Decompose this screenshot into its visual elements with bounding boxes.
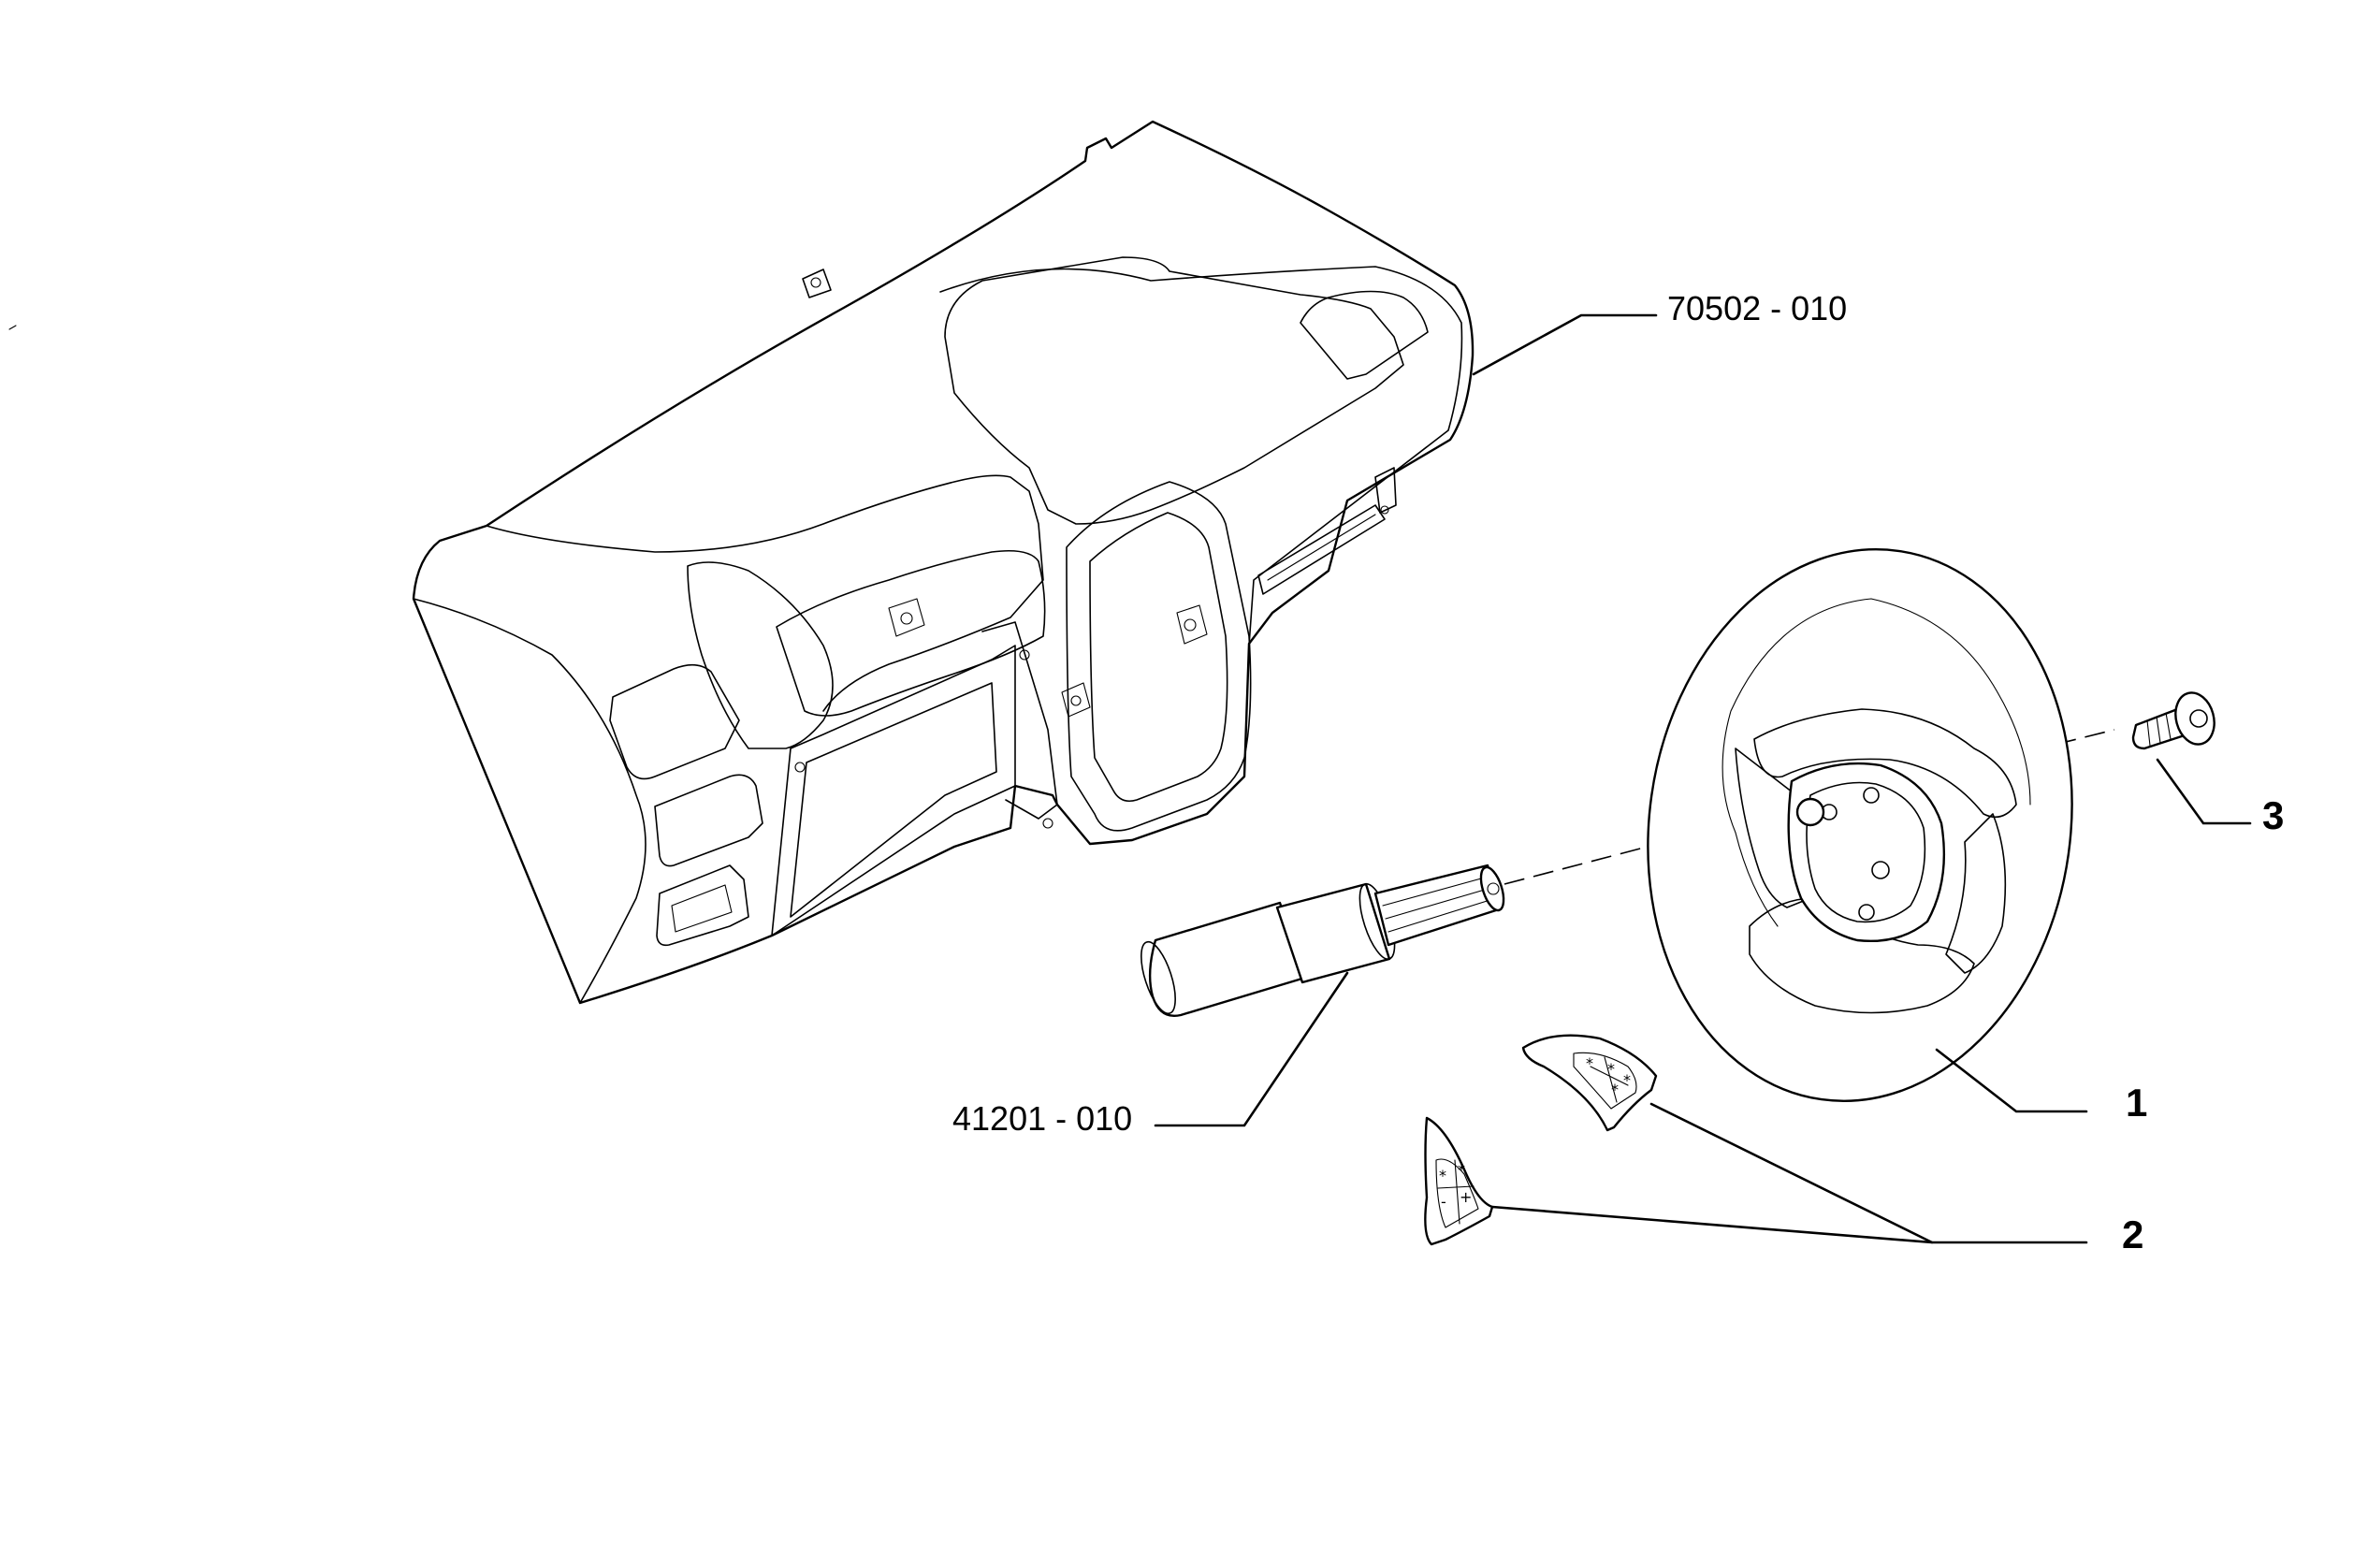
label-part-2: 2 bbox=[2122, 1212, 2143, 1256]
right-vent-slot-inner bbox=[1267, 514, 1376, 581]
steering-wheel-part bbox=[1647, 548, 2073, 1102]
right-bracket bbox=[1374, 467, 1397, 514]
button-upper-face bbox=[1573, 1052, 1637, 1110]
wheel-inner-rim bbox=[1722, 598, 2031, 927]
hub-center-nut bbox=[1795, 797, 1825, 827]
frame-hole bbox=[794, 762, 806, 773]
button-lower-face bbox=[1435, 1158, 1479, 1228]
hub-bolt-3 bbox=[1871, 861, 1890, 879]
lower-left-frame bbox=[771, 645, 1016, 936]
button-upper-star-1: * bbox=[1586, 1054, 1593, 1072]
dashboard-left-switch bbox=[656, 864, 749, 947]
button-lower-plus: + bbox=[1460, 1188, 1472, 1206]
button-lower-dividers bbox=[1437, 1159, 1475, 1225]
leader-part-2-upper bbox=[1649, 1102, 2088, 1244]
label-part-1: 1 bbox=[2126, 1081, 2147, 1125]
dashboard-outline bbox=[412, 120, 1475, 1005]
label-steering-column-ref: 41201 - 010 bbox=[952, 1099, 1132, 1138]
screw-shank bbox=[2131, 706, 2189, 750]
cluster-bracket-hole bbox=[900, 612, 913, 625]
button-upper-star-4: * bbox=[1623, 1071, 1631, 1089]
screw-part bbox=[2131, 691, 2215, 750]
center-console-inner bbox=[1089, 512, 1228, 803]
control-button-lower: * * - + bbox=[1424, 1116, 1494, 1246]
top-bracket-hole bbox=[810, 277, 821, 288]
instrument-cluster-inner bbox=[776, 549, 1046, 717]
top-bracket bbox=[802, 269, 832, 298]
column-tube-end bbox=[1140, 940, 1176, 1015]
column-shaft-thread bbox=[1487, 882, 1500, 895]
lower-bracket-hole bbox=[1070, 695, 1082, 706]
wheel-right-spoke bbox=[1945, 813, 2007, 974]
button-lower-body bbox=[1424, 1116, 1494, 1246]
dashboard-left-vent-inner bbox=[654, 774, 763, 867]
hub-bolt-4 bbox=[1858, 904, 1875, 921]
column-spline-lines bbox=[1382, 875, 1497, 933]
console-bracket-hole bbox=[1184, 618, 1197, 632]
leader-part-3 bbox=[2156, 758, 2252, 825]
right-bracket-hole bbox=[1380, 505, 1389, 515]
dashboard-airbag-cover bbox=[1300, 290, 1429, 380]
button-lower-star-1: * bbox=[1439, 1167, 1446, 1184]
button-lower-minus: - bbox=[1441, 1193, 1446, 1211]
dashboard-left-end bbox=[413, 598, 646, 1004]
dashboard-left-vent bbox=[609, 663, 740, 780]
label-part-3: 3 bbox=[2262, 793, 2284, 837]
instrument-cluster-hood bbox=[687, 561, 834, 749]
screw-threads bbox=[2146, 712, 2172, 747]
dashboard-part bbox=[412, 120, 1475, 1005]
leader-dashboard bbox=[1472, 313, 1658, 376]
control-button-upper: * * * * bbox=[1521, 1034, 1658, 1132]
center-console-bracket bbox=[1176, 604, 1208, 645]
dashboard-left-switch-inner bbox=[671, 884, 733, 933]
stray-mark bbox=[8, 325, 17, 330]
leader-steering-column bbox=[1154, 971, 1349, 1127]
dashboard-glovebox-lid bbox=[939, 266, 1463, 646]
hub-bolt-2 bbox=[1863, 787, 1880, 804]
lower-stack-hole-a bbox=[1019, 649, 1030, 661]
screw-head-socket bbox=[2189, 709, 2208, 728]
wheel-hub-center bbox=[1787, 762, 1946, 942]
button-upper-star-3: * bbox=[1611, 1081, 1619, 1098]
center-lower-bracket bbox=[1061, 682, 1091, 718]
lower-stack-hole-b bbox=[1042, 818, 1053, 829]
instrument-cluster-bracket bbox=[888, 598, 925, 637]
leader-part-1 bbox=[1935, 1048, 2088, 1113]
right-vent-slot bbox=[1257, 504, 1386, 595]
leader-part-2-lower bbox=[1490, 1205, 1934, 1244]
button-upper-dividers bbox=[1590, 1056, 1629, 1103]
label-dashboard-ref: 70502 - 010 bbox=[1667, 289, 1847, 327]
button-upper-body bbox=[1521, 1034, 1658, 1132]
button-upper-star-2: * bbox=[1607, 1060, 1615, 1078]
column-shaft-end bbox=[1479, 865, 1505, 912]
screw-head bbox=[2174, 691, 2215, 746]
dashboard-top-contour bbox=[486, 474, 1044, 712]
button-lower-star-2: * bbox=[1458, 1161, 1465, 1179]
wheel-hub-inner-plate bbox=[1806, 781, 1926, 923]
lower-left-frame-inner bbox=[790, 682, 997, 918]
center-lower-stack bbox=[981, 621, 1058, 820]
dashboard-upper-right-panel bbox=[944, 256, 1404, 525]
center-console-opening bbox=[1066, 481, 1252, 832]
steering-column-part bbox=[1140, 864, 1505, 1017]
wheel-upper-spoke bbox=[1753, 708, 2017, 819]
